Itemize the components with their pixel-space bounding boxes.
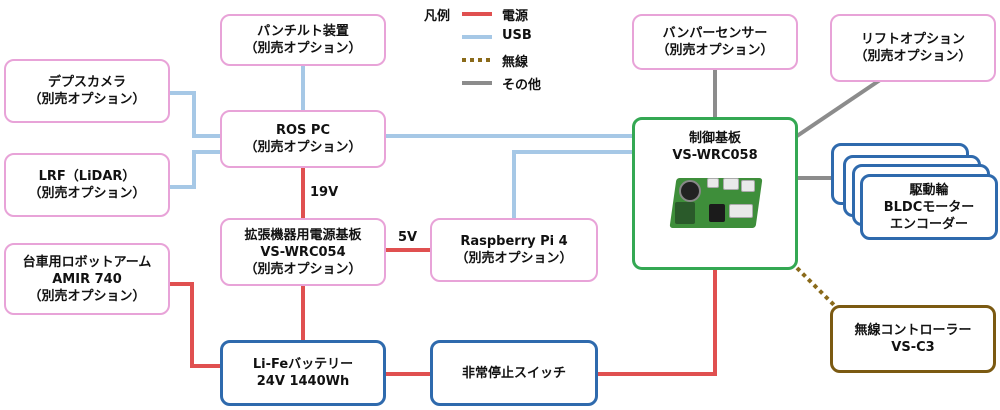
node-raspberry-pi-name: Raspberry Pi 4	[460, 234, 568, 249]
legend-label-power: 電源	[502, 9, 529, 24]
node-drive-wheel: 駆動輪 BLDCモーター エンコーダー	[860, 174, 998, 240]
power-line-stop-to-control	[598, 268, 717, 376]
node-robot-arm-name: 台車用ロボットアーム	[22, 254, 152, 270]
legend-label-other: その他	[502, 78, 542, 93]
node-drive-wheel-motor: BLDCモーター	[883, 199, 975, 215]
usb-line-lrf	[168, 150, 222, 189]
node-raspberry-pi: Raspberry Pi 4 （別売オプション）	[430, 218, 598, 282]
node-power-board-model: VS-WRC054	[260, 244, 346, 260]
node-emergency-stop-name: 非常停止スイッチ	[461, 365, 566, 381]
node-lrf-note: （別売オプション）	[28, 186, 146, 201]
node-ros-pc-name: ROS PC	[275, 123, 331, 138]
node-bumper-sensor-name: バンパーセンサー	[662, 26, 768, 41]
node-wireless-controller-model: VS-C3	[891, 340, 935, 355]
legend-label-wireless: 無線	[502, 55, 529, 70]
node-ros-pc-note: （別売オプション）	[244, 140, 362, 155]
node-lift-option-name: リフトオプション	[860, 32, 965, 47]
node-robot-arm-model: AMIR 740	[52, 271, 122, 287]
node-drive-wheel-encoder: エンコーダー	[889, 216, 968, 232]
node-wireless-controller: 無線コントローラー VS-C3	[830, 305, 996, 373]
node-battery-spec: 24V 1440Wh	[256, 374, 350, 389]
node-depth-camera-note: （別売オプション）	[28, 92, 146, 107]
voltage-label-5v: 5V	[398, 230, 418, 245]
node-raspberry-pi-note: （別売オプション）	[455, 251, 573, 266]
node-power-board-note: （別売オプション）	[244, 261, 362, 277]
node-control-board: 制御基板 VS-WRC058	[632, 117, 798, 270]
node-depth-camera: デプスカメラ （別売オプション）	[4, 59, 170, 123]
node-control-board-name: 制御基板	[688, 131, 741, 146]
circuit-board-icon	[667, 170, 763, 232]
node-emergency-stop: 非常停止スイッチ	[430, 340, 598, 406]
node-depth-camera-name: デプスカメラ	[47, 75, 126, 90]
usb-line-depth-camera	[168, 91, 222, 138]
node-lift-option: リフトオプション （別売オプション）	[830, 14, 996, 82]
node-lrf-name: LRF（LiDAR）	[38, 169, 136, 184]
legend-label-usb: USB	[502, 28, 532, 43]
legend-title: 凡例	[424, 9, 451, 24]
node-battery: Li-Feバッテリー 24V 1440Wh	[220, 340, 386, 406]
node-drive-wheel-name: 駆動輪	[909, 182, 949, 198]
node-battery-name: Li-Feバッテリー	[252, 357, 354, 372]
node-robot-arm-note: （別売オプション）	[28, 288, 146, 304]
node-power-board-name: 拡張機器用電源基板	[244, 227, 362, 243]
node-bumper-sensor-note: （別売オプション）	[656, 43, 774, 58]
usb-line-raspi-to-control	[512, 150, 634, 218]
voltage-label-19v: 19V	[310, 185, 339, 200]
node-pan-tilt-note: （別売オプション）	[244, 41, 362, 56]
node-pan-tilt: パンチルト装置 （別売オプション）	[220, 14, 386, 66]
node-lrf: LRF（LiDAR） （別売オプション）	[4, 153, 170, 217]
power-line-arm	[168, 282, 222, 368]
wireless-line	[795, 266, 837, 308]
node-ros-pc: ROS PC （別売オプション）	[220, 110, 386, 168]
node-wireless-controller-name: 無線コントローラー	[854, 323, 972, 338]
node-lift-option-note: （別売オプション）	[854, 49, 972, 64]
node-power-board: 拡張機器用電源基板 VS-WRC054 （別売オプション）	[220, 218, 386, 286]
node-robot-arm: 台車用ロボットアーム AMIR 740 （別売オプション）	[4, 243, 170, 315]
other-line-lift	[795, 78, 882, 138]
node-control-board-model: VS-WRC058	[672, 148, 758, 163]
node-pan-tilt-name: パンチルト装置	[257, 24, 349, 39]
node-bumper-sensor: バンパーセンサー （別売オプション）	[632, 14, 798, 70]
